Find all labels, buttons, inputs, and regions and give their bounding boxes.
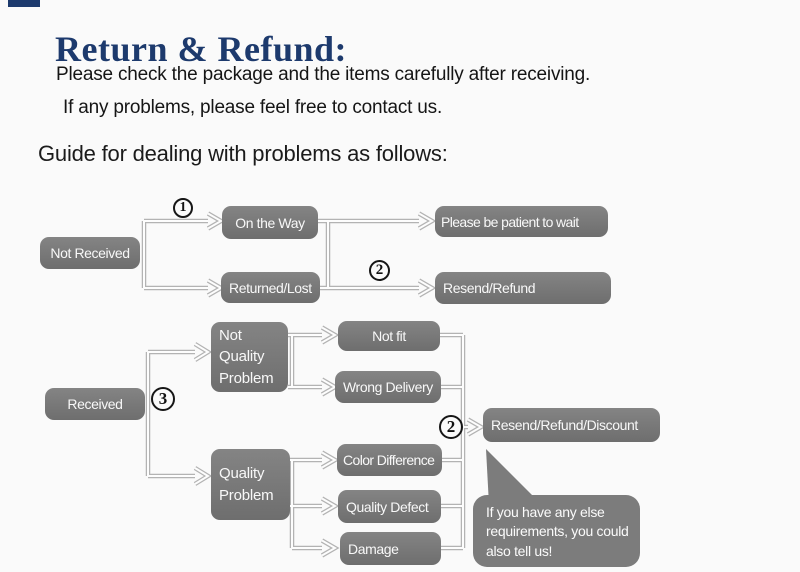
node-resend-refund: Resend/Refund [435, 272, 611, 304]
node-quality-problem: Quality Problem [211, 449, 290, 520]
node-resend-refund-discount: Resend/Refund/Discount [483, 408, 660, 442]
node-not-quality-problem: Not Quality Problem [211, 322, 288, 392]
top-left-navy-fragment [8, 0, 40, 7]
node-returned-lost: Returned/Lost [221, 272, 320, 303]
step-1-badge: 1 [173, 198, 193, 218]
speech-bubble-line-2: requirements, you could [486, 523, 629, 540]
speech-bubble-line-1: If you have any else [486, 504, 605, 520]
node-not-fit: Not fit [338, 321, 440, 351]
node-on-the-way: On the Way [222, 206, 318, 239]
node-please-be-patient: Please be patient to wait [435, 206, 608, 237]
node-wrong-delivery: Wrong Delivery [335, 371, 441, 403]
node-quality-defect: Quality Defect [338, 490, 441, 523]
node-damage: Damage [340, 532, 441, 565]
node-received: Received [45, 388, 145, 420]
note-line-2: If any problems, please feel free to con… [63, 97, 443, 118]
guide-heading: Guide for dealing with problems as follo… [38, 141, 448, 166]
step-2-badge-bottom: 2 [439, 415, 463, 439]
step-3-badge: 3 [151, 387, 175, 411]
node-not-received: Not Received [40, 237, 140, 269]
speech-bubble-tail [486, 449, 537, 505]
node-color-difference: Color Difference [337, 444, 442, 476]
speech-bubble-line-3: also tell us! [486, 542, 553, 559]
page-title: Return & Refund: [55, 29, 347, 70]
note-line-1: Please check the package and the items c… [56, 64, 591, 85]
step-2-badge-top: 2 [369, 260, 390, 281]
speech-bubble: If you have any else requirements, you c… [473, 495, 640, 567]
